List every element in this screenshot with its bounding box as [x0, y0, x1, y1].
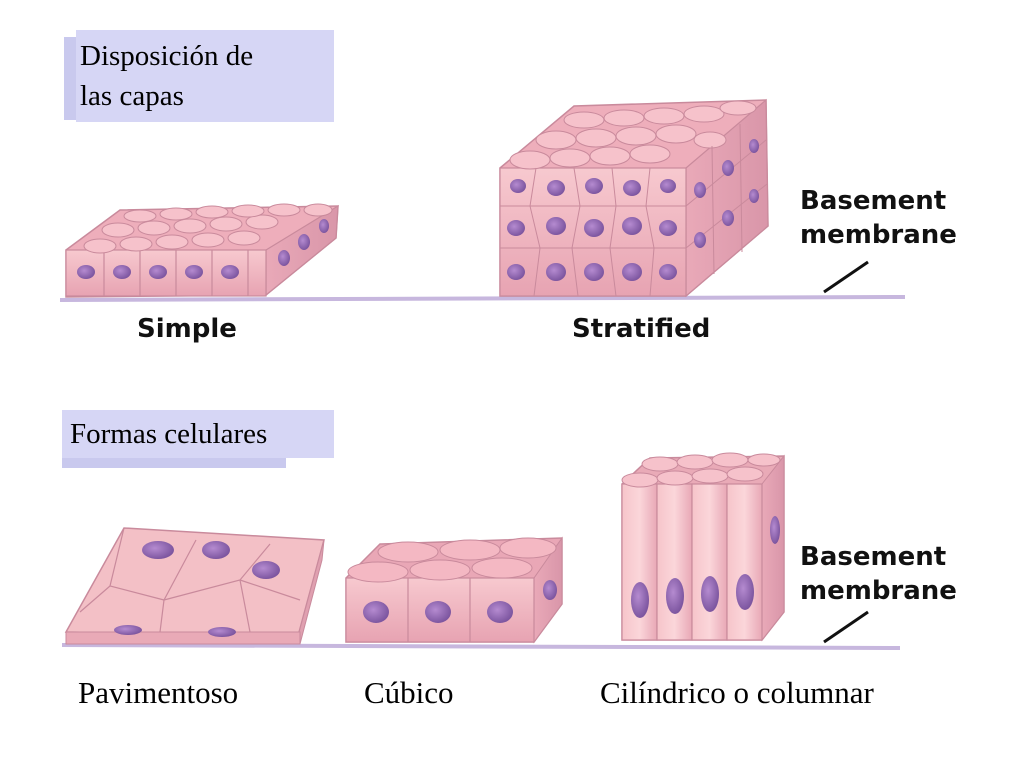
basement-pointer-bottom	[823, 610, 869, 644]
basement-top-line2: membrane	[800, 220, 957, 250]
label-simple: Simple	[137, 314, 237, 344]
heading-layers-line1: Disposición de	[80, 40, 254, 72]
heading-layers-shadow	[64, 37, 78, 120]
heading-layers-line2: las capas	[80, 80, 184, 112]
label-squamous: Pavimentoso	[78, 675, 239, 710]
stratified-epithelium-illustration	[499, 98, 769, 298]
heading-layers-box: Disposición de las capas	[76, 30, 334, 122]
basement-membrane-label-top: Basement membrane	[800, 184, 957, 252]
columnar-epithelium-illustration	[621, 452, 785, 642]
cuboidal-epithelium-illustration	[345, 536, 563, 644]
basement-membrane-bottom	[61, 643, 901, 650]
basement-membrane-top	[59, 295, 906, 302]
squamous-epithelium-illustration	[64, 527, 325, 645]
basement-pointer-top	[823, 260, 869, 294]
label-cuboidal: Cúbico	[364, 675, 454, 710]
simple-epithelium-illustration	[65, 203, 339, 298]
label-columnar: Cilíndrico o columnar	[600, 675, 874, 710]
heading-shapes-box: Formas celulares	[62, 410, 334, 458]
heading-shapes-shadow	[62, 458, 286, 468]
basement-bottom-line1: Basement	[800, 542, 947, 572]
basement-membrane-label-bottom: Basement membrane	[800, 540, 957, 608]
basement-bottom-line2: membrane	[800, 576, 957, 606]
label-stratified: Stratified	[572, 314, 711, 344]
basement-top-line1: Basement	[800, 186, 947, 216]
